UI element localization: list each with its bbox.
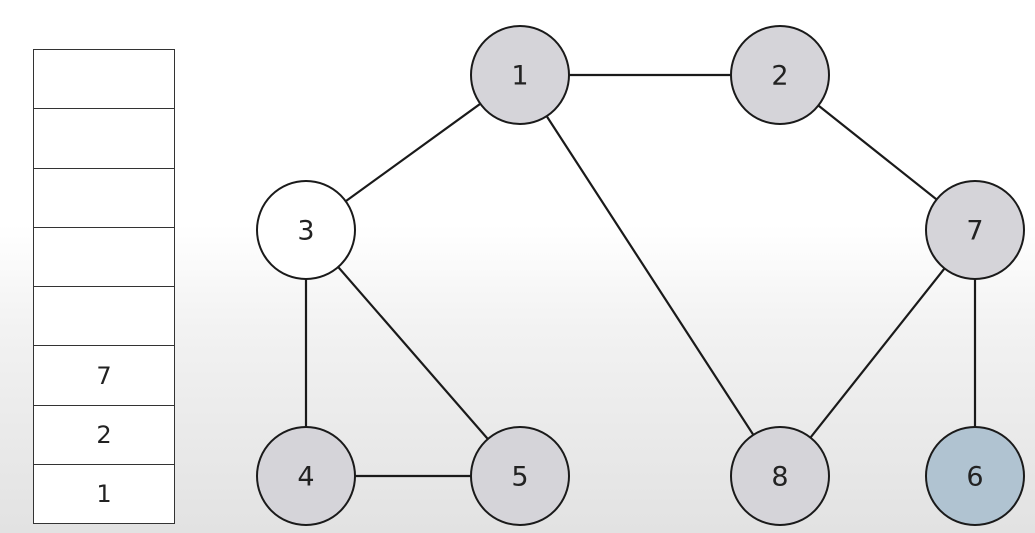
edge-3-5 [304, 228, 522, 478]
edge-1-8 [518, 73, 782, 478]
graph-nodes: 1 2 3 7 4 5 8 6 [256, 25, 1025, 526]
node-circle [470, 25, 570, 125]
node-5: 5 [470, 426, 570, 526]
graph-edges [304, 73, 977, 478]
node-circle [925, 426, 1025, 526]
stack-cell [33, 227, 175, 288]
node-4: 4 [256, 426, 356, 526]
stack-cell [33, 168, 175, 228]
node-circle [925, 180, 1025, 280]
stack-cell: 7 [33, 346, 175, 406]
node-circle [730, 25, 830, 125]
stack-cell [33, 287, 175, 347]
stack-cell [33, 50, 175, 110]
node-label: 2 [771, 61, 788, 92]
stack-cell [33, 109, 175, 169]
node-2: 2 [730, 25, 830, 125]
node-circle [470, 426, 570, 526]
node-label: 1 [511, 61, 528, 92]
node-circle [730, 426, 830, 526]
node-circle [256, 180, 356, 280]
stack-cell: 1 [33, 465, 175, 525]
node-1: 1 [470, 25, 570, 125]
stack-cell: 2 [33, 405, 175, 466]
node-6: 6 [925, 426, 1025, 526]
node-circle [256, 426, 356, 526]
node-8: 8 [730, 426, 830, 526]
node-label: 7 [966, 216, 983, 247]
node-7: 7 [925, 180, 1025, 280]
node-label: 6 [966, 462, 983, 493]
node-label: 4 [297, 462, 314, 493]
node-label: 3 [297, 216, 314, 247]
node-label: 5 [511, 462, 528, 493]
stack: 7 2 1 [33, 49, 175, 525]
node-3: 3 [256, 180, 356, 280]
node-label: 8 [771, 462, 788, 493]
edge-7-8 [778, 228, 977, 478]
